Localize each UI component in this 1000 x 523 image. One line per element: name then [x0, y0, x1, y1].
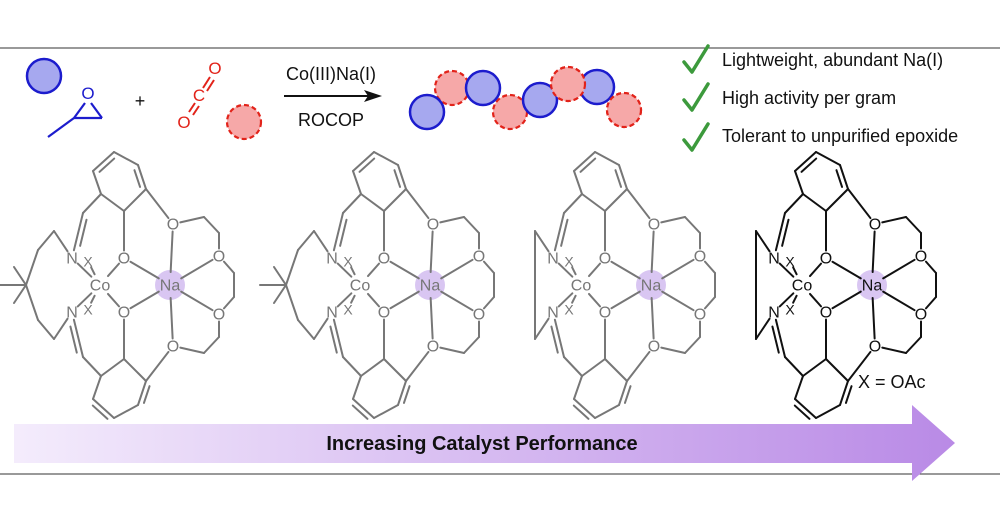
performance-arrow-shape [14, 405, 955, 481]
atom-label-x: X [564, 254, 574, 270]
catalyst-reagent-label: Co(III)Na(I) [286, 64, 376, 84]
atom-label-n: N [326, 305, 338, 322]
atom-label-x: X [785, 254, 795, 270]
bond-lines [755, 151, 937, 420]
benefit-text: Lightweight, abundant Na(I) [722, 50, 943, 70]
atom-label-x: X [343, 254, 353, 270]
atom-label-o: O [869, 217, 881, 234]
atom-label-na: Na [420, 278, 441, 295]
bond-lines [0, 151, 235, 420]
atom-label-x: X [83, 302, 93, 318]
atom-label-o: O [820, 305, 832, 322]
sodium-halo [415, 270, 445, 300]
atom-label-n: N [547, 251, 559, 268]
atom-label-co: Co [90, 278, 111, 295]
atom-label-x: X [564, 302, 574, 318]
co2-double-bonds [188, 76, 215, 116]
atom-label-o: O [694, 249, 706, 266]
atom-label-o: O [599, 305, 611, 322]
atom-label-n: N [768, 305, 780, 322]
atom-label-x: X [343, 302, 353, 318]
atom-label-n: N [66, 305, 78, 322]
reaction-arrow-head [364, 90, 382, 102]
benefit-item: High activity per gram [682, 82, 896, 112]
checkmark-icon [682, 82, 710, 112]
reaction-scheme: O + O C O Co(III)Na(I) ROCOP [25, 57, 643, 141]
atom-label-n: N [326, 251, 338, 268]
checkmark-icon [682, 44, 710, 74]
atom-label-o: O [648, 217, 660, 234]
epoxide-oxygen-label: O [81, 84, 94, 103]
atom-label-o: O [473, 249, 485, 266]
atom-label-o: O [427, 217, 439, 234]
atom-label-n: N [66, 251, 78, 268]
sodium-halo [636, 270, 666, 300]
atom-label-o: O [869, 339, 881, 356]
chain-bead-epoxide [408, 93, 446, 131]
atom-label-co: Co [792, 278, 813, 295]
plus-sign: + [135, 91, 146, 111]
atom-label-o: O [378, 305, 390, 322]
atom-label-o: O [118, 305, 130, 322]
chain-bead-epoxide [464, 69, 502, 107]
chain-bead-co2 [549, 65, 587, 103]
performance-arrow: Increasing Catalyst Performance [14, 405, 955, 481]
atom-label-o: O [915, 307, 927, 324]
benefit-item: Tolerant to unpurified epoxide [682, 122, 958, 152]
atom-label-n: N [768, 251, 780, 268]
bond-lines [534, 151, 716, 420]
atom-label-o: O [694, 307, 706, 324]
atom-label-o: O [473, 307, 485, 324]
atom-label-o: O [378, 251, 390, 268]
polycarbonate-chain [408, 65, 643, 131]
atom-label-o: O [820, 251, 832, 268]
propylene-oxide-structure [47, 102, 103, 138]
atom-label-o: O [167, 339, 179, 356]
co2-monomer-bead [225, 103, 263, 141]
sodium-halo [857, 270, 887, 300]
benefit-text: Tolerant to unpurified epoxide [722, 126, 958, 146]
atom-label-n: N [547, 305, 559, 322]
epoxide-monomer-bead [25, 57, 63, 95]
atom-label-na: Na [160, 278, 181, 295]
rocop-label: ROCOP [298, 110, 364, 130]
chain-bead-epoxide [521, 81, 559, 119]
atom-label-o: O [167, 217, 179, 234]
atom-label-o: O [213, 249, 225, 266]
atom-label-na: Na [862, 278, 883, 295]
atom-label-o: O [213, 307, 225, 324]
atom-label-o: O [427, 339, 439, 356]
performance-arrow-label: Increasing Catalyst Performance [326, 433, 637, 455]
sodium-halo [155, 270, 185, 300]
checkmark-icon [682, 122, 710, 152]
benefit-item: Lightweight, abundant Na(I) [682, 44, 943, 74]
atom-label-o: O [118, 251, 130, 268]
atom-label-na: Na [641, 278, 662, 295]
x-definition-label: X = OAc [858, 372, 926, 392]
catalyst-structures: NNOONaOOOOCoXXNNOONaOOOOCoXXNNOONaOOOOCo… [0, 151, 937, 420]
atom-label-x: X [785, 302, 795, 318]
atom-label-o: O [915, 249, 927, 266]
benefits-list: Lightweight, abundant Na(I) High activit… [682, 44, 958, 152]
chain-bead-co2 [605, 91, 643, 129]
co2-carbon: C [193, 86, 205, 105]
bond-lines [259, 151, 495, 420]
atom-label-o: O [599, 251, 611, 268]
benefit-text: High activity per gram [722, 88, 896, 108]
atom-label-co: Co [350, 278, 371, 295]
atom-label-x: X [83, 254, 93, 270]
co2-top-oxygen: O [208, 59, 221, 78]
atom-label-o: O [648, 339, 660, 356]
co2-bottom-oxygen: O [177, 113, 190, 132]
atom-label-co: Co [571, 278, 592, 295]
